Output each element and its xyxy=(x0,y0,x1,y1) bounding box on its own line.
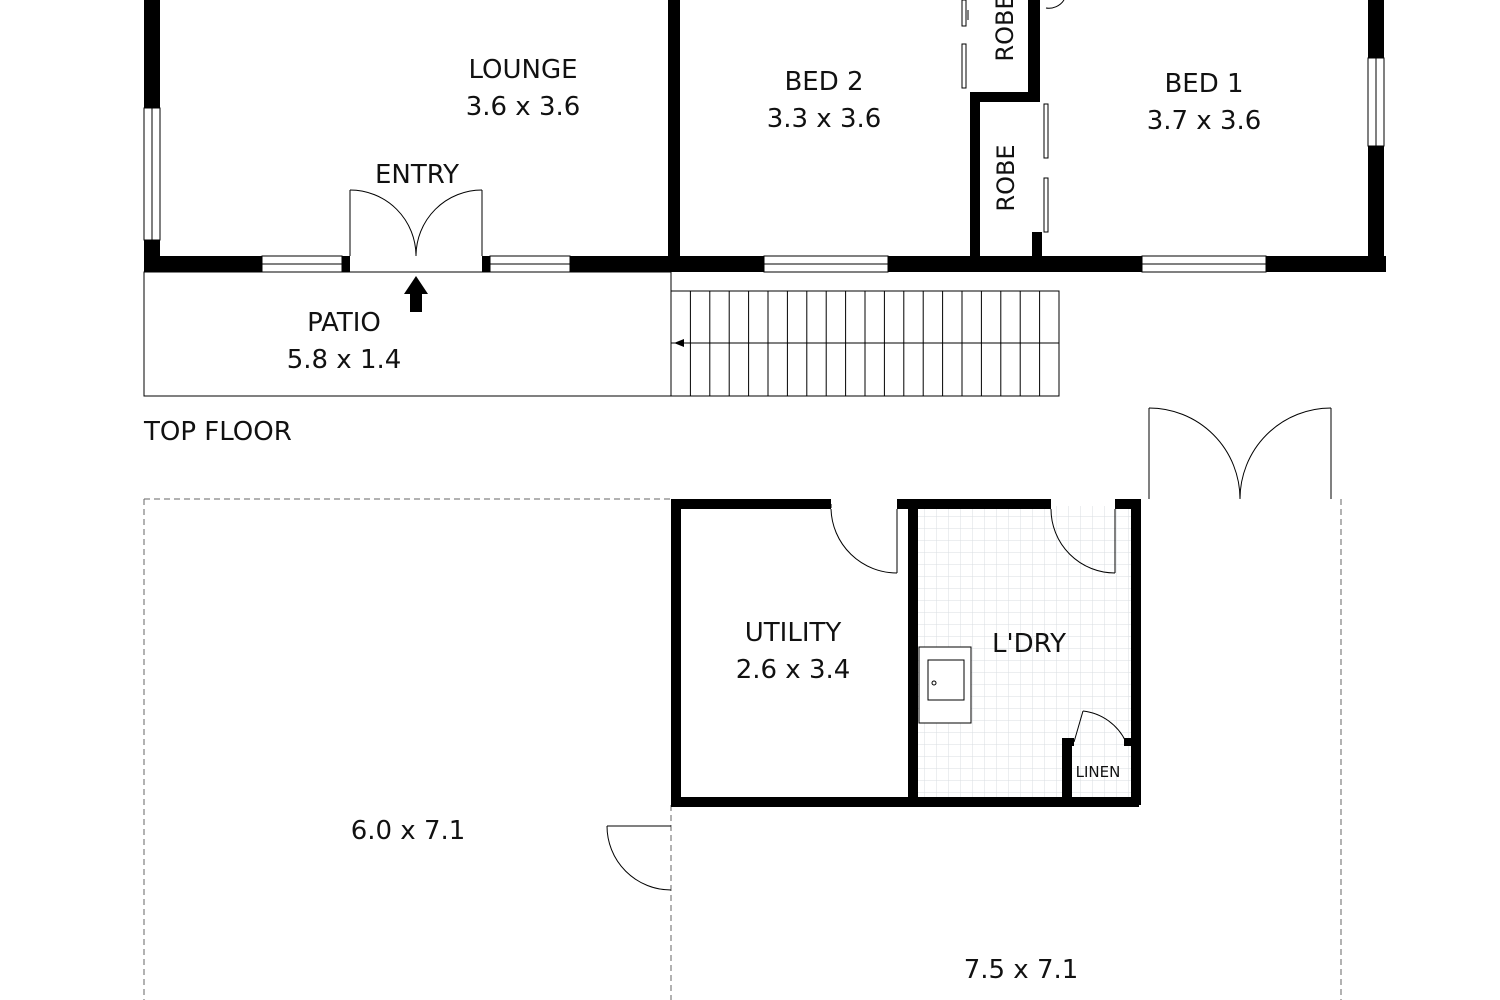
room-name-laundry: L'DRY xyxy=(992,629,1066,659)
room-name-bed2: BED 2 xyxy=(784,67,863,97)
wall-bed2-robe xyxy=(970,92,980,256)
external-double-door[interactable] xyxy=(1148,407,1332,500)
stair-direction-arrow-icon xyxy=(674,339,705,347)
top-floor: LOUNGE 3.6 x 3.6 ENTRY PATIO 5.8 x 1.4 B… xyxy=(143,0,1386,447)
wall-utility-bottom xyxy=(671,797,1139,807)
ground-floor: UTILITY 2.6 x 3.4 L'DRY LINEN 6.0 x 7.1 … xyxy=(143,407,1342,1000)
entry-arrow-icon xyxy=(404,276,428,312)
wall-utility-laundry xyxy=(908,499,918,805)
room-name-robe-lower: ROBE xyxy=(992,144,1020,211)
robe-lower-sliding-door[interactable] xyxy=(1043,103,1049,233)
room-name-patio: PATIO xyxy=(307,308,381,338)
wall-left-top xyxy=(144,0,160,108)
wall-utility-left xyxy=(671,499,681,805)
robe-upper-sliding-door[interactable] xyxy=(961,0,969,89)
wall-robe-bed1-lower xyxy=(1032,232,1042,256)
room-name-utility: UTILITY xyxy=(745,618,842,648)
utility-door[interactable] xyxy=(830,504,898,574)
floor-caption: TOP FLOOR xyxy=(143,417,292,447)
room-size-left-area: 6.0 x 7.1 xyxy=(351,816,466,846)
room-size-utility: 2.6 x 3.4 xyxy=(736,655,851,685)
side-door[interactable] xyxy=(606,825,672,891)
room-size-bed2: 3.3 x 3.6 xyxy=(767,104,882,134)
room-size-patio: 5.8 x 1.4 xyxy=(287,345,402,375)
wall-robe-bed1-upper xyxy=(1028,0,1040,102)
wall-lounge-bed2 xyxy=(668,0,680,256)
wall-laundry-right xyxy=(1131,499,1141,805)
room-size-right-area: 7.5 x 7.1 xyxy=(964,955,1079,985)
wall-right-top xyxy=(1368,0,1384,58)
wall-right-bottom xyxy=(1368,146,1384,272)
staircase xyxy=(670,290,1060,397)
wall-linen-top xyxy=(1062,738,1074,746)
room-name-linen: LINEN xyxy=(1076,763,1121,781)
room-name-lounge: LOUNGE xyxy=(468,55,577,85)
wall-linen-left xyxy=(1062,738,1072,802)
ground-floor-outline xyxy=(143,498,1342,1000)
room-name-bed1: BED 1 xyxy=(1164,69,1243,99)
linen-door[interactable] xyxy=(1073,710,1127,743)
laundry-door[interactable] xyxy=(1050,508,1116,574)
wall-robe-divider xyxy=(970,92,1036,102)
room-size-lounge: 3.6 x 3.6 xyxy=(466,92,581,122)
sink-icon xyxy=(918,646,972,724)
entry-double-door[interactable] xyxy=(349,189,483,257)
room-name-robe-upper: ROBE xyxy=(991,0,1019,62)
room-name-entry: ENTRY xyxy=(375,160,459,190)
room-size-bed1: 3.7 x 3.6 xyxy=(1147,106,1262,136)
